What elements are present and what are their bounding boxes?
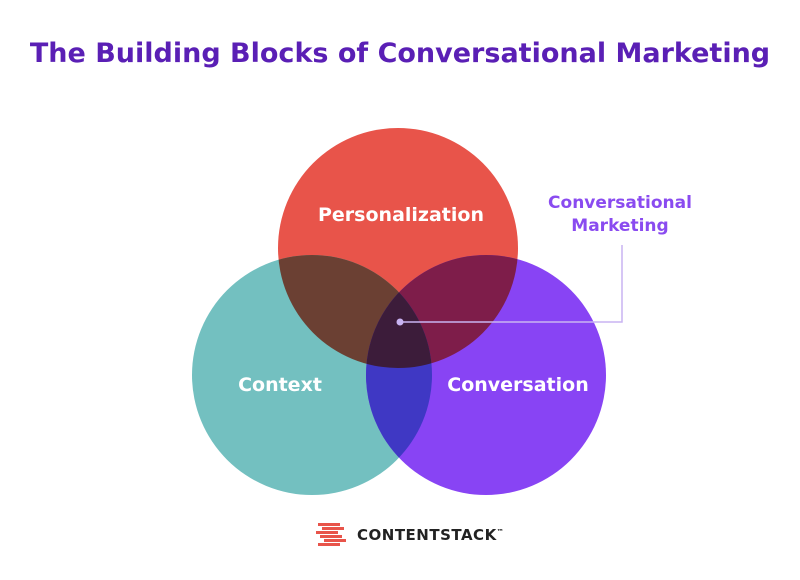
conversation-label: Conversation [447,374,588,396]
callout-dot [396,318,404,326]
callout-line-1: Conversational [548,193,692,213]
personalization-conversation-overlap [366,255,518,368]
logo-wordmark: CONTENTSTACK™ [357,526,505,544]
personalization-context-overlap [278,255,432,368]
contentstack-logo: CONTENTSTACK™ [316,520,504,550]
callout-line-2: Marketing [571,216,669,236]
context-label: Context [238,374,322,396]
personalization-label: Personalization [318,204,484,226]
conversational-marketing-callout: Conversational Marketing [520,192,720,238]
callout-connector [400,245,623,323]
contentstack-mark-icon [316,523,346,546]
diagram-title: The Building Blocks of Conversational Ma… [29,38,771,69]
